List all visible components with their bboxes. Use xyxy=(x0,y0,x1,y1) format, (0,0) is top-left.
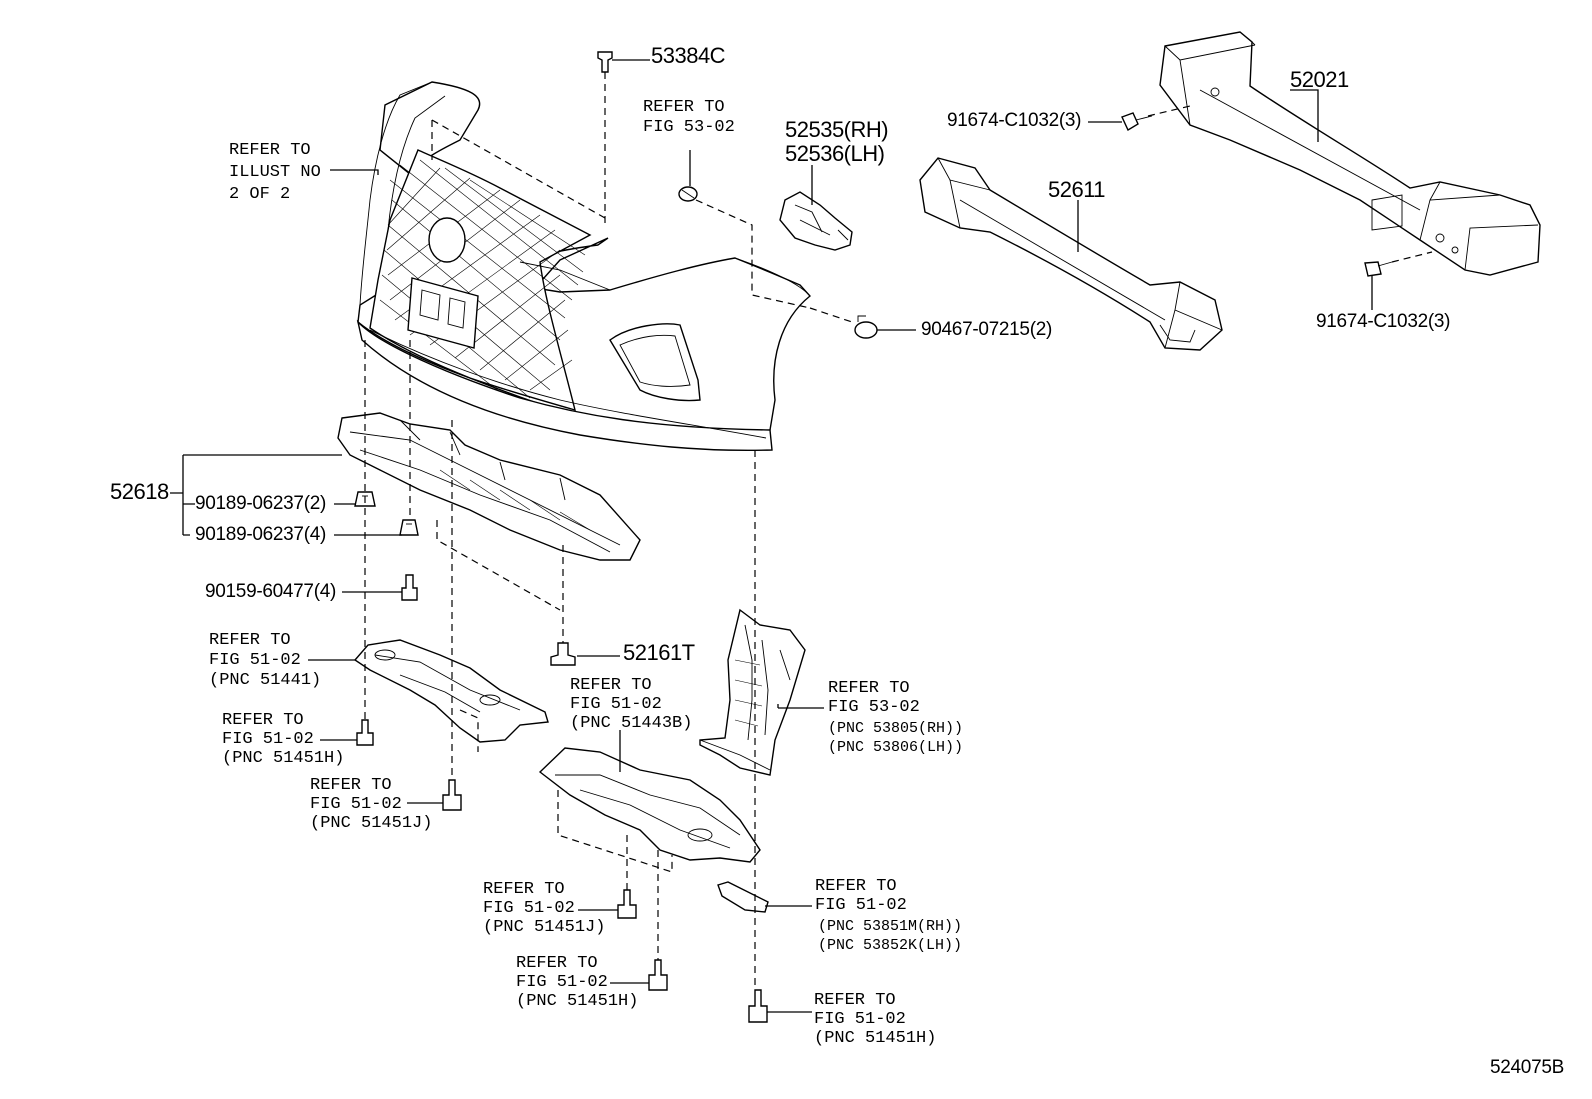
label-52021: 52021 xyxy=(1290,67,1349,92)
label-refer-51451j-left: REFER TO FIG 51-02 (PNC 51451J) xyxy=(310,776,433,833)
label-pnc-53805: (PNC 53805(RH)) (PNC 53806(LH)) xyxy=(828,720,964,756)
label-52535-52536: 52535(RH) 52536(LH) xyxy=(785,117,889,166)
energy-absorber xyxy=(919,157,1223,351)
bolt-mid-51451h xyxy=(648,959,668,991)
bumper-side-bracket xyxy=(779,191,853,251)
label-90189-a: 90189-06237(2) xyxy=(195,493,327,514)
bolt-left-51451h xyxy=(356,719,374,746)
label-91674-top: 91674-C1032(3) xyxy=(947,110,1082,131)
label-90159: 90159-60477(4) xyxy=(205,581,337,602)
label-refer-53805: REFER TO FIG 53-02 xyxy=(828,679,920,717)
label-refer-53851: REFER TO FIG 51-02 xyxy=(815,877,907,915)
bolt-right-51451h xyxy=(748,989,768,1023)
label-52618: 52618 xyxy=(110,479,169,504)
clip-53384c xyxy=(597,51,613,73)
label-refer-53-02-top: REFER TO FIG 53-02 xyxy=(643,98,735,137)
label-refer-illust: REFER TO ILLUST NO 2 OF 2 xyxy=(229,141,321,204)
clip-52161t xyxy=(550,642,576,666)
label-refer-51451h-mid: REFER TO FIG 51-02 (PNC 51451H) xyxy=(516,954,639,1011)
bumper-cover xyxy=(356,81,812,452)
label-52161t: 52161T xyxy=(623,640,695,665)
label-52611: 52611 xyxy=(1048,177,1106,202)
mid-lower-cover xyxy=(538,747,761,863)
label-90189-b: 90189-06237(4) xyxy=(195,524,327,545)
assembly-lines xyxy=(364,72,1433,990)
bolt-left-51451j xyxy=(442,779,462,811)
nut-90189-b xyxy=(399,519,419,536)
label-91674-bottom: 91674-C1032(3) xyxy=(1316,311,1451,332)
label-refer-51451j-mid: REFER TO FIG 51-02 (PNC 51451J) xyxy=(483,880,606,937)
bolt-mid-51451j xyxy=(617,889,637,919)
clip-90467 xyxy=(854,315,878,339)
diagram-id: 524075B xyxy=(1490,1057,1564,1078)
label-90467: 90467-07215(2) xyxy=(921,319,1053,340)
bolt-91674-bottom xyxy=(1364,261,1393,277)
push-clip xyxy=(678,186,698,202)
bolt-90159 xyxy=(401,574,418,601)
bumper-reinforcement xyxy=(1159,31,1541,276)
label-refer-51451h-left: REFER TO FIG 51-02 (PNC 51451H) xyxy=(222,711,345,768)
small-seal xyxy=(717,881,769,913)
bolt-91674-top xyxy=(1121,112,1153,132)
label-pnc-53851: (PNC 53851M(RH)) (PNC 53852K(LH)) xyxy=(818,918,963,954)
leader-lines xyxy=(170,59,1373,1013)
fasteners xyxy=(354,51,1393,1023)
fender-liner xyxy=(699,608,806,776)
label-53384c: 53384C xyxy=(651,43,726,68)
label-refer-51443b: REFER TO FIG 51-02 (PNC 51443B) xyxy=(570,676,693,733)
label-refer-51441: REFER TO FIG 51-02 (PNC 51441) xyxy=(209,631,322,690)
label-refer-51451h-right: REFER TO FIG 51-02 (PNC 51451H) xyxy=(814,991,937,1048)
